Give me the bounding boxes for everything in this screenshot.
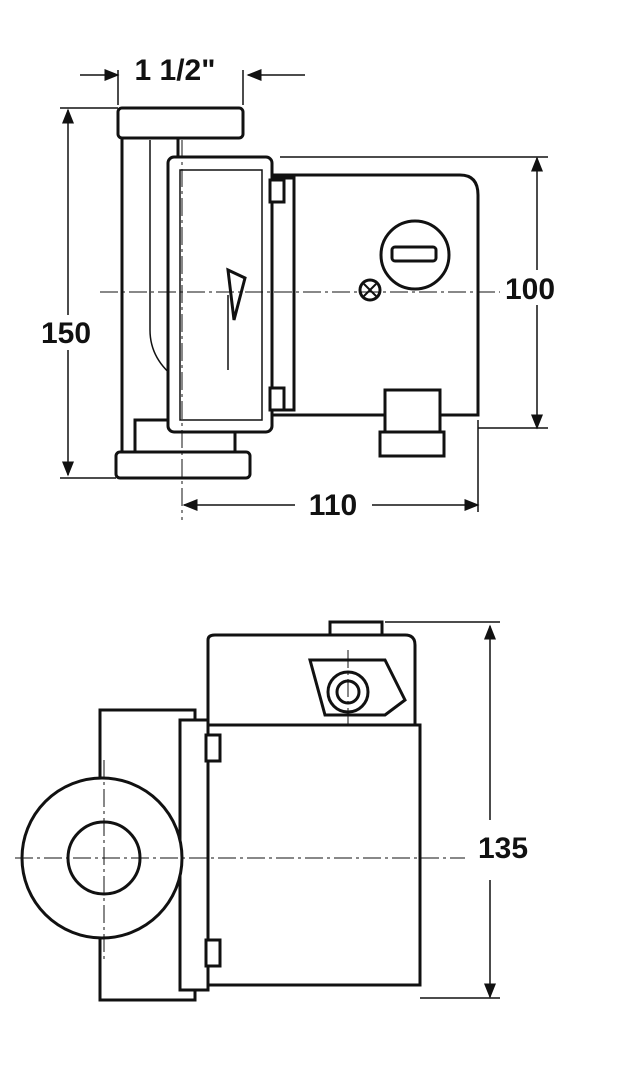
bottom-flange (114, 450, 252, 480)
knob-pointer (390, 245, 438, 263)
bolt-lower (204, 938, 222, 968)
dimension-lines-top (60, 69, 548, 512)
dim-depth: 110 (309, 489, 357, 522)
flow-arrow-icon (226, 267, 247, 321)
cable-gland (383, 388, 442, 434)
dimension-lines-bottom (385, 621, 500, 999)
cable-gland-nut (378, 430, 446, 458)
casing-flange (178, 718, 210, 992)
bolt-bottom (268, 386, 286, 412)
dim-motor-height: 100 (505, 273, 555, 306)
pump-housing (166, 155, 274, 434)
bolt-top (268, 178, 286, 204)
front-view (15, 620, 465, 1002)
side-view (100, 106, 500, 520)
top-flange (116, 106, 245, 140)
motor-flange (270, 176, 296, 412)
dim-width: 135 (478, 832, 528, 865)
housing-inner (179, 169, 263, 421)
terminal-box-lid-tab (328, 620, 384, 637)
dim-height: 150 (41, 317, 91, 350)
motor-can (206, 723, 422, 987)
dim-connection: 1 1/2" (135, 54, 216, 87)
bolt-upper (204, 733, 222, 763)
